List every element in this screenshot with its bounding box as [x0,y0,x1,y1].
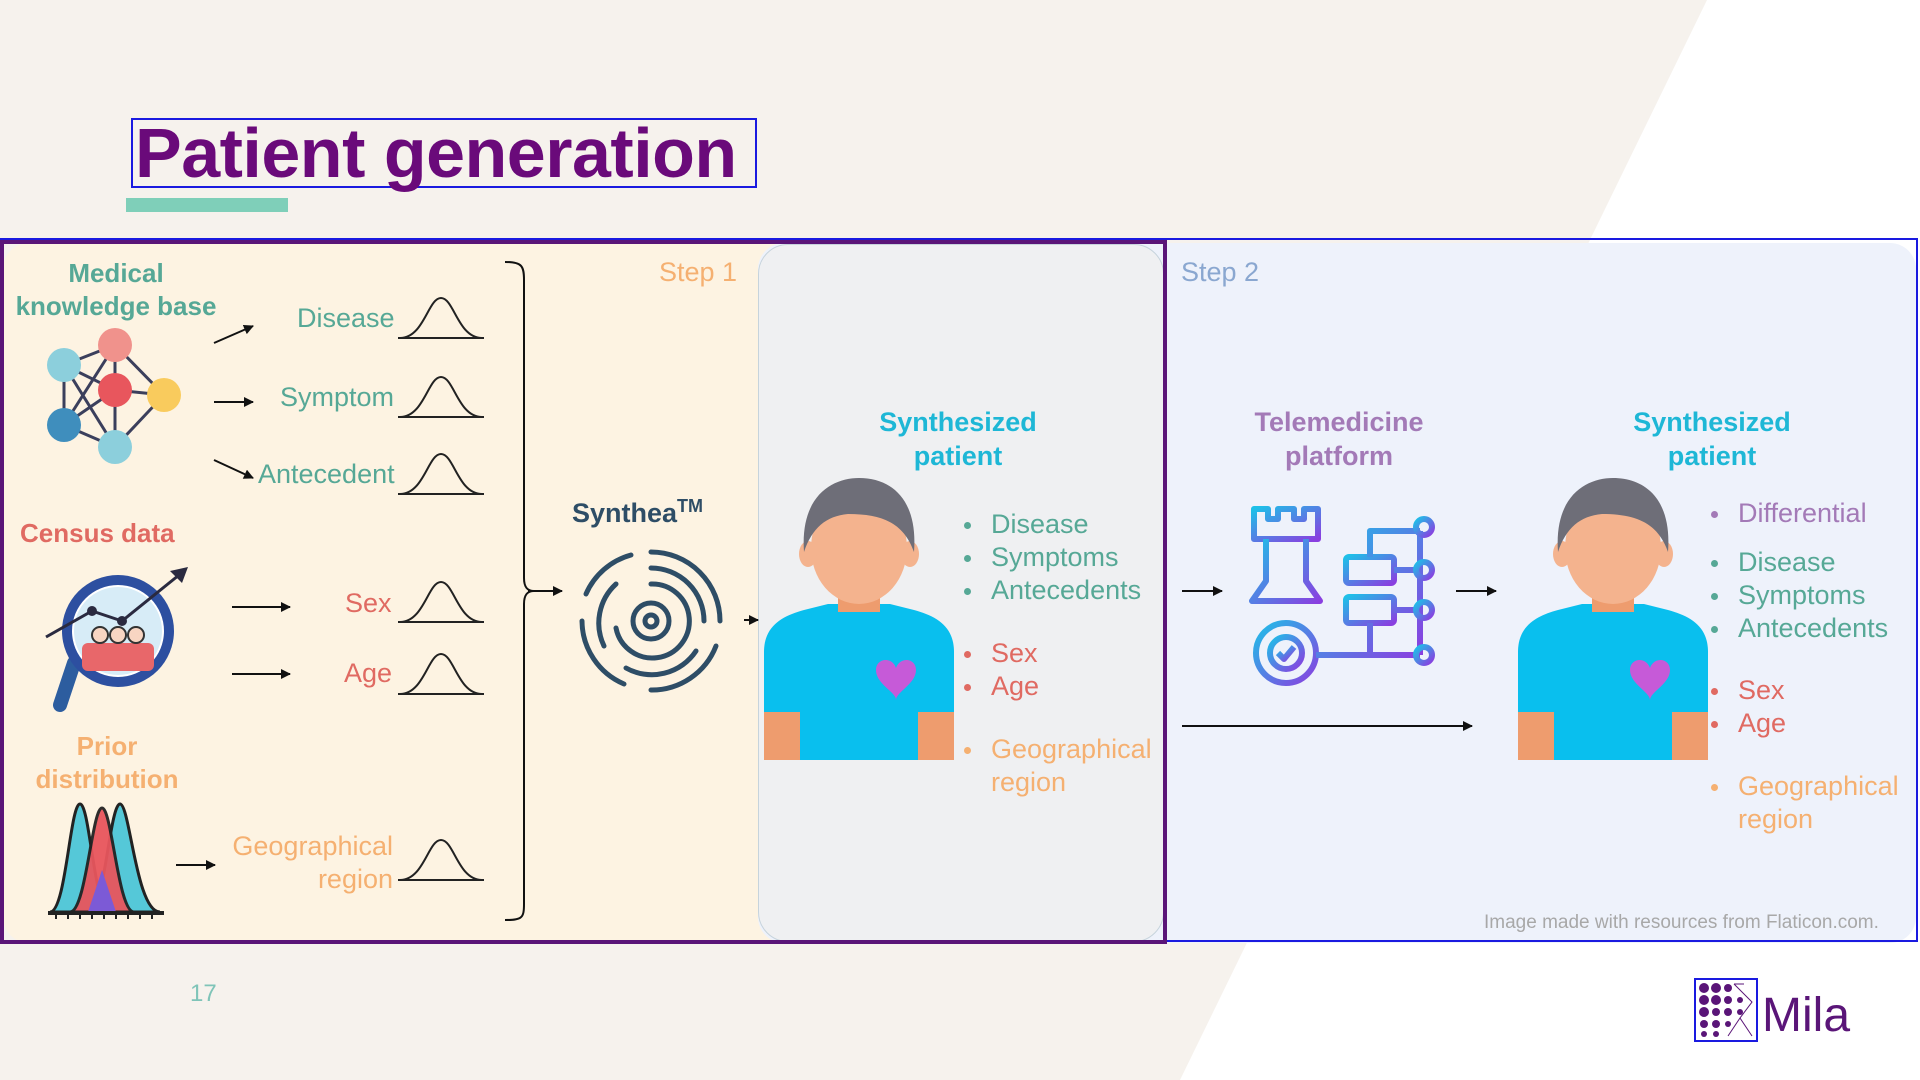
list-item: Antecedents [1708,612,1888,645]
prior-distribution-heading: Prior distribution [35,731,179,794]
page-number: 17 [190,980,217,1007]
list-item: Geographical region [961,733,1152,799]
prior-distribution-icon [48,802,164,919]
list-item: Sex [961,637,1039,670]
step1-region-list: Geographical region [961,733,1152,799]
list-item: Disease [1708,546,1888,579]
image-credit: Image made with resources from Flaticon.… [1484,912,1879,933]
list-item: Symptoms [1708,579,1888,612]
page-title: Patient generation [131,118,757,188]
synthea-logo-icon [579,549,723,693]
census-search-icon [45,567,188,712]
patient-avatar-icon [1518,478,1708,760]
step2-demographic-list: Sex Age [1708,674,1786,740]
distribution-label-disease: Disease [297,303,395,333]
bell-curve-icon [398,452,484,495]
distribution-label-symptom: Symptom [280,382,395,412]
step1-clinical-list: Disease Symptoms Antecedents [961,508,1141,607]
bell-curve-icon [398,580,484,623]
bell-curve-icon [398,296,484,339]
distribution-label-age: Age [344,658,393,688]
step1-highlight-frame [0,240,1167,944]
list-item: Antecedents [961,574,1141,607]
bell-curve-icon [398,652,484,695]
synthea-label: SyntheaTM [572,496,704,528]
step2-label: Step 2 [1181,257,1260,287]
bell-curve-icon [398,838,484,881]
list-item: Sex [1708,674,1786,707]
telemedicine-platform-icon [1249,506,1435,686]
distribution-label-region: Geographical region [232,831,393,894]
list-item: Differential [1708,497,1867,530]
mila-logo-icon [1694,978,1758,1042]
step2-differential-list: Differential [1708,497,1867,530]
step1-label: Step 1 [659,257,738,287]
mila-brand: Mila [1762,989,1851,1042]
bell-curve-icon [398,375,484,418]
telemedicine-platform-heading: Telemedicine platform [1254,407,1424,471]
distribution-label-sex: Sex [345,588,392,618]
step1-patient-heading: Synthesized patient [879,407,1037,471]
patient-avatar-icon [764,478,954,760]
title-underline [126,198,288,212]
step2-region-list: Geographical region [1708,770,1899,836]
list-item: Geographical region [1708,770,1899,836]
census-data-heading: Census data [20,518,175,548]
list-item: Symptoms [961,541,1141,574]
list-item: Disease [961,508,1141,541]
step2-clinical-list: Disease Symptoms Antecedents [1708,546,1888,645]
knowledge-graph-icon [47,328,181,464]
step2-patient-heading: Synthesized patient [1633,407,1791,471]
list-item: Age [1708,707,1786,740]
medical-knowledge-base-heading: Medical knowledge base [15,258,217,321]
list-item: Age [961,670,1039,703]
distribution-label-antecedent: Antecedent [258,459,395,489]
step1-demographic-list: Sex Age [961,637,1039,703]
